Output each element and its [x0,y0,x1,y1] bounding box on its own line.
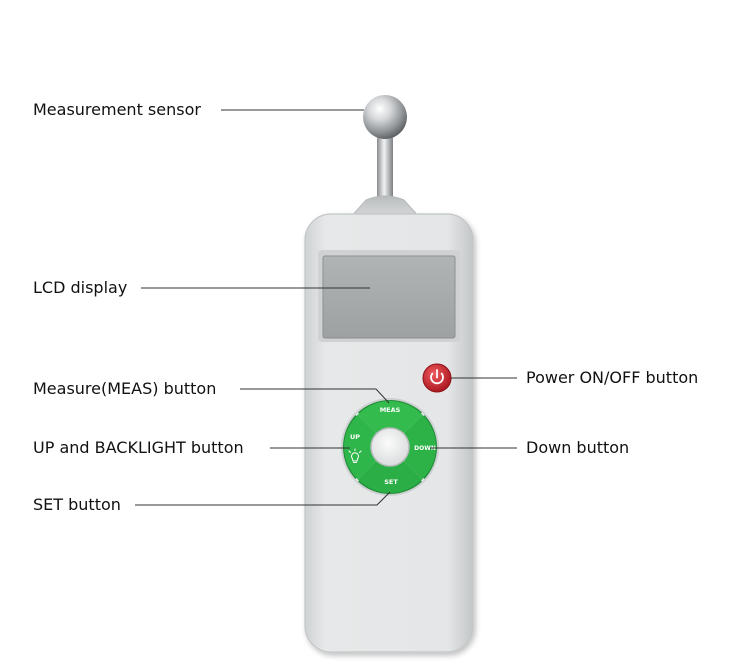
meas-key-label: MEAS [380,406,401,414]
down-button[interactable] [404,414,436,480]
up-key-label: UP [350,433,360,441]
leader-meas [240,388,390,404]
power-icon [430,369,444,385]
label-up-backlight-button: UP and BACKLIGHT button [33,438,244,457]
sensor-stem [377,136,393,204]
label-down-button: Down button [526,438,630,457]
up-button[interactable] [344,414,376,480]
label-power-button: Power ON/OFF button [526,368,699,387]
keypad: MEAS UP DOWN SET [341,398,439,496]
meas-button[interactable] [357,401,423,433]
bulb-icon [348,448,362,463]
label-meas-button: Measure(MEAS) button [33,379,217,398]
down-key-label: DOWN [414,445,436,452]
set-button[interactable] [357,461,423,493]
center-button[interactable] [370,427,410,467]
sensor-ball [363,95,407,139]
label-measurement-sensor: Measurement sensor [33,100,201,119]
leader-set [135,491,391,506]
label-set-button: SET button [33,495,121,514]
device-neck [348,195,422,219]
label-lcd-display: LCD display [33,278,128,297]
set-key-label: SET [384,478,398,486]
lcd-screen [322,255,456,339]
leader-lines [135,109,517,506]
